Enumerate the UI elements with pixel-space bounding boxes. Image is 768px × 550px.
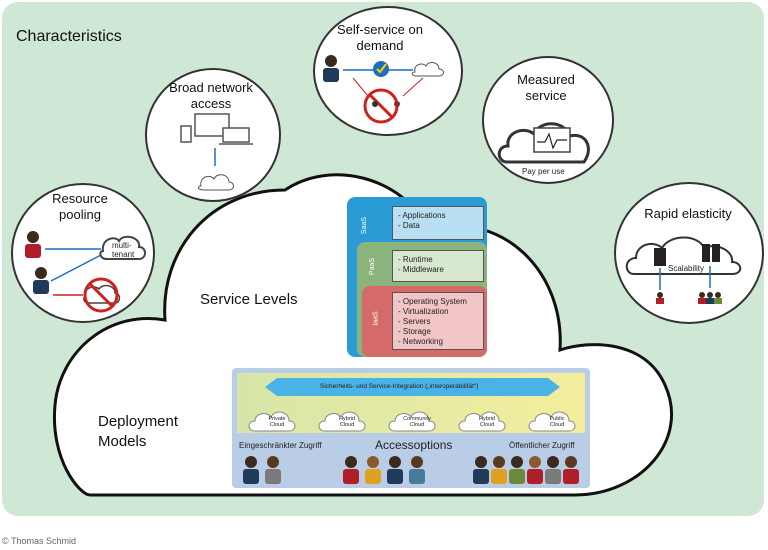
saas-item: - Applications	[398, 211, 446, 220]
pay-per-use-label: Pay per use	[522, 167, 565, 176]
elasticity-icons	[625, 236, 742, 304]
cloud-type-label: Private Cloud	[268, 416, 286, 428]
pooling-icons	[25, 231, 146, 313]
iaas-item: - Storage	[398, 327, 431, 336]
self-service-icons	[323, 55, 444, 124]
restricted-access-label: Eingeschränkter Zugriff	[239, 441, 322, 450]
iaas-item: - Networking	[398, 337, 443, 346]
deployment-clouds	[248, 411, 576, 432]
measured-label: Measured service	[517, 72, 575, 103]
paas-item: - Runtime	[398, 255, 433, 264]
self-service-label: Self-service on demand	[337, 22, 423, 53]
public-access-label: Öffentlicher Zugriff	[509, 441, 575, 450]
multi-tenant-label: multi-tenant	[112, 241, 135, 259]
deployment-models-label: Deployment Models	[98, 413, 179, 450]
cloud-type-label: Hybrid Cloud	[339, 416, 355, 428]
integration-label: Sicherheits- und Service-Integration („i…	[320, 383, 479, 390]
cloud-type-label: Public Cloud	[549, 416, 565, 428]
scalability-label: Scalability	[668, 264, 705, 273]
cloud-type-label: Hybrid Cloud	[479, 416, 495, 428]
iaas-item: - Servers	[398, 317, 431, 326]
paas-box	[392, 250, 484, 282]
integration-arrow	[265, 378, 560, 396]
paas-tag: PaaS	[369, 257, 377, 276]
copyright: © Thomas Schmid	[2, 536, 76, 546]
devices-icon	[180, 113, 253, 191]
saas-item: - Data	[398, 221, 420, 230]
people-icons	[243, 456, 579, 484]
cloud-type-label: Community Cloud	[403, 416, 431, 428]
iaas-item: - Operating System	[398, 297, 467, 306]
resource-pooling-label: Resource pooling	[52, 191, 108, 222]
page-title: Characteristics	[16, 28, 122, 45]
measured-cloud-icon	[497, 122, 590, 164]
paas-item: - Middleware	[398, 265, 444, 274]
service-levels-label: Service Levels	[200, 291, 298, 308]
iaas-box	[392, 292, 484, 350]
saas-box	[392, 206, 484, 240]
accessoptions-label: Accessoptions	[375, 438, 453, 452]
iaas-item: - Virtualization	[398, 307, 449, 316]
broad-network-label: Broad network access	[169, 80, 253, 111]
iaas-tag: IaaS	[372, 311, 380, 326]
rapid-elasticity-label: Rapid elasticity	[644, 206, 732, 221]
saas-tag: SaaS	[361, 216, 369, 235]
